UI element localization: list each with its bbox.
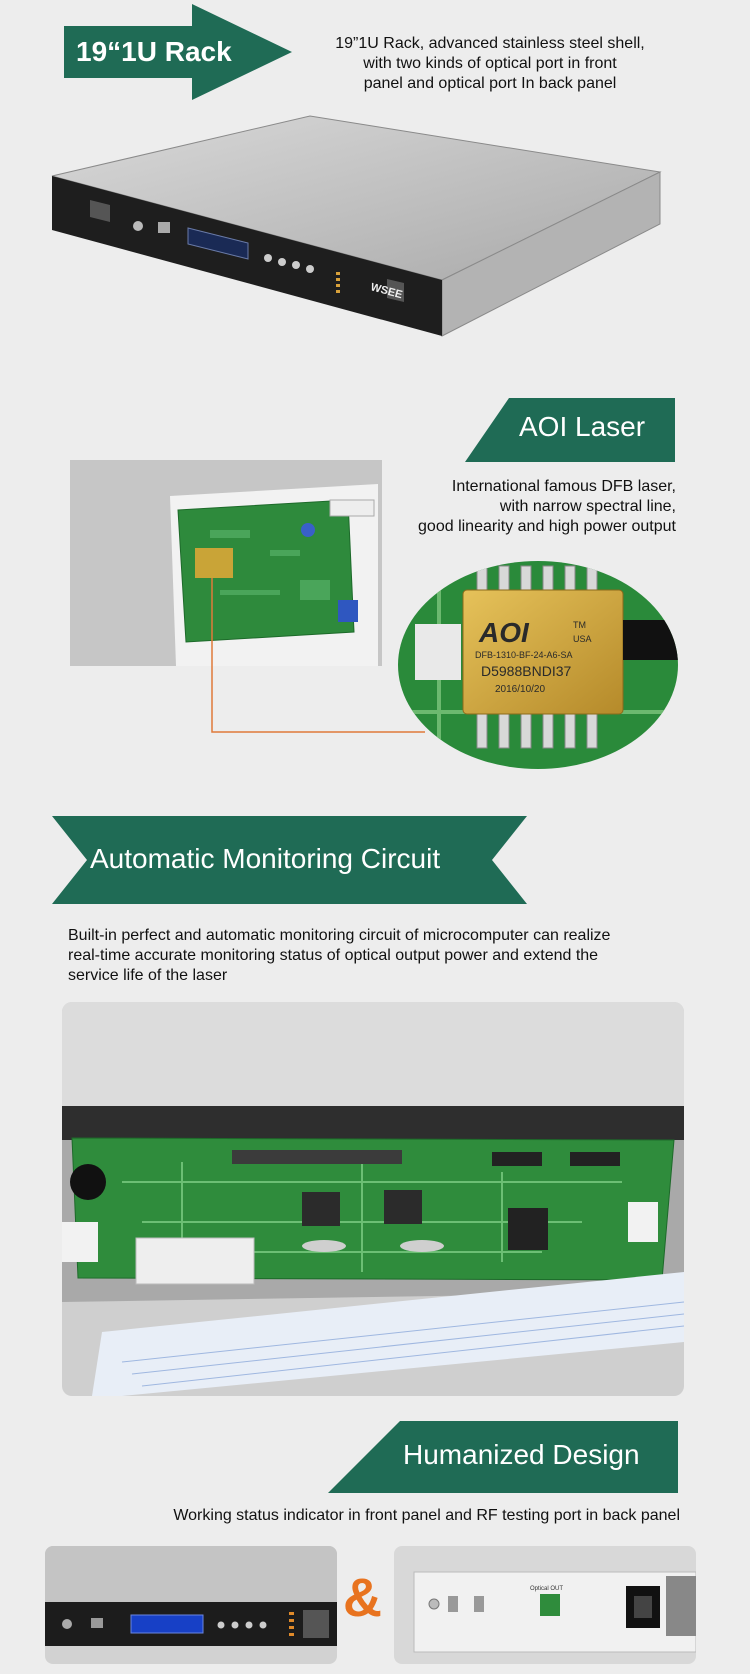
- optical-out-label: Optical OUT: [530, 1586, 563, 1592]
- front-panel-photo: [45, 1546, 337, 1664]
- laser-chip-mini: [195, 548, 233, 578]
- rack-description: 19”1U Rack, advanced stainless steel she…: [335, 35, 645, 92]
- design-description: Working status indicator in front panel …: [173, 1507, 680, 1524]
- ribbon-banner-shape: [52, 816, 527, 904]
- monitoring-description: Built-in perfect and automatic monitorin…: [68, 927, 611, 984]
- chip-origin: USA: [573, 634, 592, 644]
- banner-shape: [328, 1421, 678, 1493]
- chip-model: DFB-1310-BF-24-A6-SA: [475, 650, 573, 660]
- design-title-banner: Humanized Design: [328, 1421, 678, 1493]
- back-panel-photo: Optical OUT: [394, 1546, 696, 1664]
- status-indicator-leds: [289, 1612, 294, 1636]
- laser-module-photo: [70, 460, 382, 666]
- rack-title-banner: 19“1U Rack: [64, 4, 292, 100]
- chip-brand: AOI: [478, 617, 530, 648]
- laser-title: AOI Laser: [519, 411, 646, 442]
- chip-serial: D5988BNDI37: [481, 663, 571, 679]
- arrow-banner-shape: [64, 4, 292, 100]
- chip-tm: TM: [573, 620, 586, 630]
- design-title: Humanized Design: [403, 1439, 640, 1470]
- chip-date: 2016/10/20: [495, 684, 545, 695]
- laser-chip-closeup: AOI TM USA DFB-1310-BF-24-A6-SA D5988BND…: [397, 560, 679, 770]
- banner-shape: [465, 398, 675, 462]
- laser-title-banner: AOI Laser: [465, 398, 675, 462]
- optical-out-port: [540, 1594, 560, 1616]
- lcd-display: [130, 1614, 204, 1634]
- rack-device-image: WSEE: [48, 112, 708, 344]
- monitoring-circuit-photo: [62, 1002, 684, 1396]
- monitoring-title: Automatic Monitoring Circuit: [90, 843, 441, 874]
- laser-description: International famous DFB laser, with nar…: [418, 478, 676, 535]
- rack-title: 19“1U Rack: [76, 36, 232, 67]
- monitoring-title-banner: Automatic Monitoring Circuit: [52, 814, 527, 906]
- buzzer-component: [70, 1164, 106, 1200]
- ampersand-symbol: &: [343, 1568, 382, 1628]
